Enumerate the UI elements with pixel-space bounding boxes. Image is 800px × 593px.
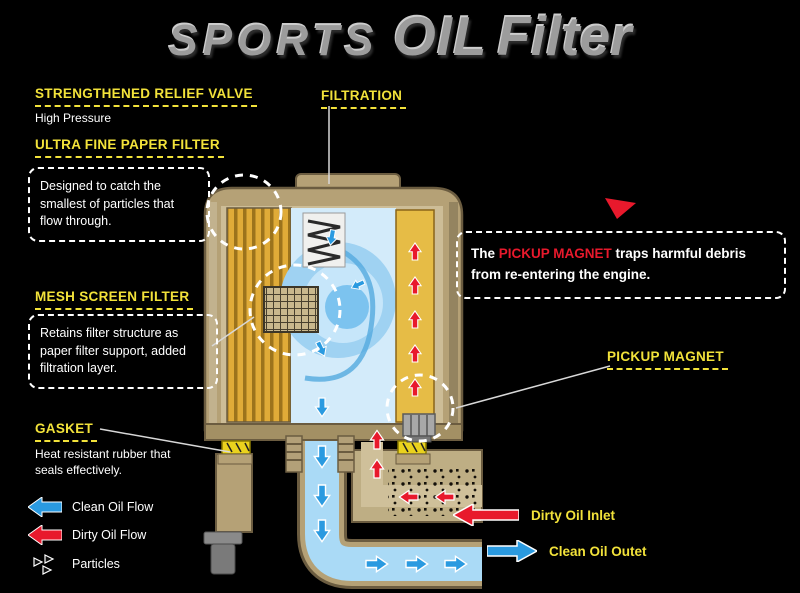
legend-particles: Particles — [28, 553, 153, 575]
mesh-filter-note: Retains filter structure as paper filter… — [28, 314, 218, 389]
mesh-filter-heading: MESH SCREEN FILTER — [35, 289, 194, 310]
relief-valve-highlight-circle — [205, 173, 283, 251]
mesh-screen-highlight-circle — [248, 263, 342, 357]
legend-particles-label: Particles — [72, 557, 120, 571]
connector-lines — [99, 106, 611, 453]
dirty-oil-inlet-label: Dirty Oil Inlet — [453, 504, 615, 526]
clean-oil-outlet-arrow-icon — [487, 540, 537, 562]
gaskets — [217, 440, 431, 465]
paper-filter-note: Designed to catch the smallest of partic… — [28, 167, 210, 242]
title-filter: Filter — [497, 5, 632, 67]
base-plate — [204, 423, 463, 473]
red-pointer-icon — [605, 198, 636, 219]
title-oil: OIL — [392, 5, 488, 67]
paper-filter-heading: ULTRA FINE PAPER FILTER — [35, 137, 224, 158]
relief-valve-heading: STRENGTHENED RELIEF VALVE — [35, 86, 257, 107]
clean-oil-outlet-label: Clean Oil Outet — [487, 540, 647, 562]
page-title: SPORTS OIL Filter — [0, 4, 800, 68]
clean-oil-outlet-text: Clean Oil Outet — [549, 543, 647, 559]
dirty-oil-inlet-arrow-icon — [453, 504, 519, 526]
filtration-heading: FILTRATION — [321, 88, 407, 109]
legend-dirty-oil-flow: Dirty Oil Flow — [28, 525, 153, 545]
dirty-oil-arrow-icon — [28, 525, 62, 545]
pickup-magnet-note-pre: The — [471, 246, 499, 261]
highlight-circles — [205, 173, 455, 443]
pickup-magnet-note: The PICKUP MAGNET traps harmful debris f… — [456, 231, 786, 299]
legend-clean-oil-flow: Clean Oil Flow — [28, 497, 153, 517]
relief-valve-subtext: High Pressure — [35, 111, 112, 125]
dirty-oil-inlet-text: Dirty Oil Inlet — [531, 507, 616, 523]
mesh-screen — [263, 286, 319, 333]
clean-oil-arrow-icon — [28, 497, 62, 517]
pickup-magnet-note-post: traps harmful debris from re-entering th… — [471, 246, 747, 282]
pickup-magnet-highlight-circle — [385, 373, 455, 443]
relief-valve-spring — [302, 212, 346, 268]
pickup-magnet — [402, 413, 436, 443]
pickup-magnet-heading: PICKUP MAGNET — [607, 349, 728, 370]
gasket-subtext: Heat resistant rubber that seals effecti… — [35, 447, 171, 477]
pickup-magnet-note-highlight: PICKUP MAGNET — [498, 246, 612, 261]
flow-legend: Clean Oil Flow Dirty Oil Flow Particles — [28, 497, 153, 575]
title-sports: SPORTS — [168, 16, 379, 65]
gasket-heading: GASKET — [35, 421, 98, 442]
trapped-particles — [388, 466, 480, 516]
legend-clean-label: Clean Oil Flow — [72, 500, 154, 514]
particles-icon — [33, 554, 55, 575]
legend-dirty-label: Dirty Oil Flow — [72, 528, 147, 542]
